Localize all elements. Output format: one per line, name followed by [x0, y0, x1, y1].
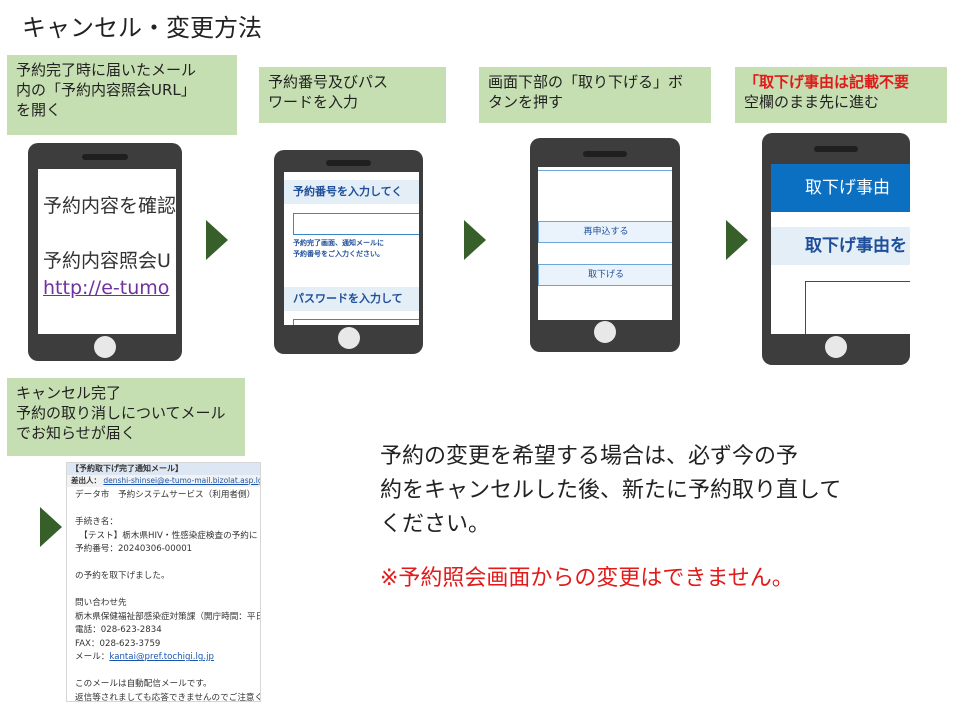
- confirm-heading: 予約内容を確認: [43, 195, 176, 217]
- phone-2: 予約番号を入力してく 予約完了画面、通知メールに 予約番号をご入力ください。 パ…: [274, 150, 423, 354]
- password-input[interactable]: [293, 319, 419, 325]
- warning-text: ※予約照会画面からの変更はできません。: [380, 566, 794, 591]
- email-from-row: 差出人： denshi-shinsei@e-tumo-mail.bizolat.…: [67, 475, 260, 487]
- reservation-number-input[interactable]: [293, 213, 419, 235]
- arrow-right-icon: [464, 220, 486, 260]
- reservation-number-header: 予約番号を入力してく: [284, 180, 419, 204]
- phone-4: 取下げ事由 取下げ事由を: [762, 133, 910, 365]
- speaker-icon: [82, 154, 128, 160]
- email-line-10: メール：kantai@pref.tochigi.lg.jp: [75, 651, 260, 665]
- speaker-icon: [326, 160, 371, 166]
- step3-line1: 画面下部の「取り下げる」ボ: [488, 73, 684, 91]
- step5-line3: でお知らせが届く: [16, 424, 136, 442]
- password-header: パスワードを入力して: [284, 287, 419, 311]
- notice-line-3: ください。: [380, 512, 491, 537]
- phone-4-screen: 取下げ事由 取下げ事由を: [771, 164, 910, 334]
- arrow-right-icon: [726, 220, 748, 260]
- withdraw-reason-textarea[interactable]: [805, 281, 910, 334]
- email-line-2: 手続き名：: [75, 517, 118, 527]
- inquiry-heading: 予約内容照会U: [43, 250, 171, 272]
- email-line-5: の予約を取下げました。: [75, 571, 170, 581]
- email-line-3: 【テスト】栃木県HIV・性感染症検査の予約に: [75, 530, 258, 541]
- mail-label: メール：: [75, 652, 110, 662]
- phone-3-screen: 再申込する 取下げる: [538, 167, 672, 320]
- step5-box: キャンセル完了 予約の取り消しについてメール でお知らせが届く: [7, 378, 245, 456]
- speaker-icon: [814, 146, 858, 152]
- page-title: キャンセル・変更方法: [22, 14, 262, 42]
- inquiry-url-link[interactable]: http://e-tumo: [43, 277, 170, 299]
- step2-line1: 予約番号及びパス: [268, 73, 389, 91]
- arrow-right-icon: [40, 507, 62, 547]
- reservation-number-note-1: 予約完了画面、通知メールに: [293, 239, 384, 247]
- phone-1: 予約内容を確認 予約内容照会U http://e-tumo: [28, 143, 182, 361]
- step1-line3: を開く: [16, 101, 62, 119]
- step1-box: 予約完了時に届いたメール 内の「予約内容照会URL」 を開く: [7, 55, 237, 135]
- step2-box: 予約番号及びパス ワードを入力: [259, 67, 446, 123]
- step5-line1: キャンセル完了: [16, 384, 122, 402]
- step2-line2: ワードを入力: [268, 93, 359, 111]
- step4-box: 「取下げ事由は記載不要 空欄のまま先に進む: [735, 67, 947, 123]
- notice-text: 予約の変更を希望する場合は、必ず今の予 約をキャンセルした後、新たに予約取り直し…: [380, 440, 841, 542]
- email-line-4: 予約番号：20240306-00001: [75, 544, 193, 554]
- home-button-icon: [594, 321, 616, 343]
- email-preview: 【予約取下げ完了通知メール】 差出人： denshi-shinsei@e-tum…: [66, 462, 261, 702]
- from-address[interactable]: denshi-shinsei@e-tumo-mail.bizolat.asp.l…: [103, 476, 261, 485]
- arrow-right-icon: [206, 220, 228, 260]
- email-line-12: 返信等されましても応答できませんのでご注意く: [75, 692, 261, 702]
- withdraw-reason-header: 取下げ事由を: [771, 227, 910, 265]
- reservation-number-note-2: 予約番号をご入力ください。: [293, 250, 384, 258]
- email-body: データ市 予約システムサービス（利用者側） 手続き名： 【テスト】栃木県HIV・…: [75, 489, 261, 702]
- from-label: 差出人：: [71, 476, 101, 485]
- email-line-7: 栃木県保健福祉部感染症対策課（開庁時間：平日: [75, 611, 261, 622]
- step3-box: 画面下部の「取り下げる」ボ タンを押す: [479, 67, 711, 123]
- email-line-11: このメールは自動配信メールです。: [75, 679, 212, 689]
- step1-line2: 内の「予約内容照会URL」: [16, 81, 196, 99]
- email-subject: 【予約取下げ完了通知メール】: [67, 463, 260, 475]
- withdraw-reason-title: 取下げ事由: [771, 164, 910, 212]
- reapply-button[interactable]: 再申込する: [538, 221, 672, 243]
- step4-line2: 空欄のまま先に進む: [744, 93, 880, 111]
- phone-3: 再申込する 取下げる: [530, 138, 680, 352]
- home-button-icon: [825, 336, 847, 358]
- speaker-icon: [583, 151, 627, 157]
- phone-2-screen: 予約番号を入力してく 予約完了画面、通知メールに 予約番号をご入力ください。 パ…: [284, 172, 419, 325]
- step3-line2: タンを押す: [488, 93, 564, 111]
- step4-line1: 「取下げ事由は記載不要: [744, 73, 910, 91]
- email-line-1: データ市 予約システムサービス（利用者側）: [75, 490, 256, 500]
- home-button-icon: [94, 336, 116, 358]
- step1-line1: 予約完了時に届いたメール: [16, 61, 197, 79]
- home-button-icon: [338, 327, 360, 349]
- step5-line2: 予約の取り消しについてメール: [16, 404, 226, 422]
- divider: [538, 170, 672, 171]
- mail-link[interactable]: kantai@pref.tochigi.lg.jp: [109, 652, 214, 662]
- email-line-9: FAX：028-623-3759: [75, 638, 161, 649]
- notice-line-1: 予約の変更を希望する場合は、必ず今の予: [380, 444, 799, 469]
- email-line-6: 問い合わせ先: [75, 598, 127, 608]
- withdraw-button[interactable]: 取下げる: [538, 264, 672, 286]
- email-line-8: 電話：028-623-2834: [75, 625, 162, 635]
- phone-1-screen: 予約内容を確認 予約内容照会U http://e-tumo: [38, 169, 176, 334]
- notice-line-2: 約をキャンセルした後、新たに予約取り直して: [380, 478, 842, 503]
